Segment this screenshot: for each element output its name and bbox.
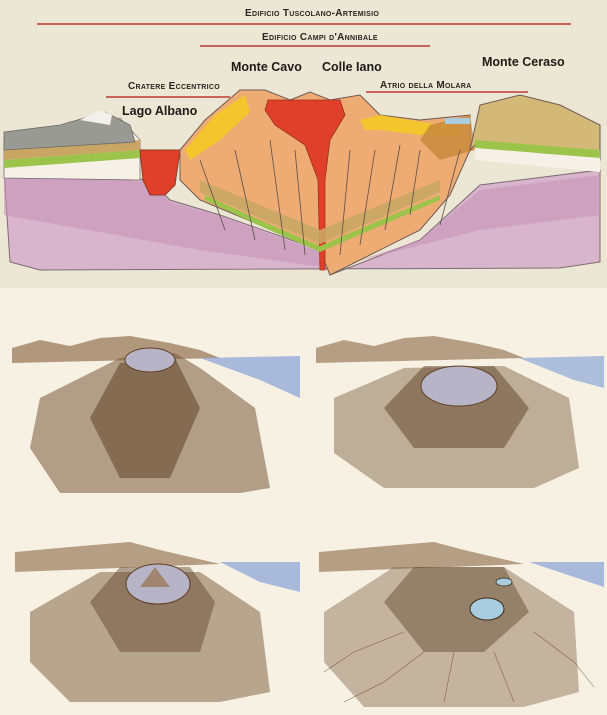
label-edificio-campi-annibale: Edificio Campi d'Annibale — [262, 32, 378, 43]
rule-edificio-campi-annibale — [200, 45, 430, 47]
label-colle-iano: Colle Iano — [322, 60, 382, 74]
stage-panel-3 — [0, 502, 303, 714]
label-monte-ceraso: Monte Ceraso — [482, 55, 565, 69]
label-monte-cavo: Monte Cavo — [231, 60, 302, 74]
rule-cratere-eccentrico — [106, 96, 230, 98]
label-atrio-della-molara: Atrio della Molara — [380, 80, 472, 91]
volcano-evolution-stages — [0, 288, 607, 715]
rule-edificio-tuscolano-artemisio — [37, 23, 571, 25]
stage-panel-2 — [304, 288, 607, 500]
rule-atrio-della-molara — [366, 91, 528, 93]
stage-panel-1 — [0, 288, 303, 500]
label-lago-albano: Lago Albano — [122, 104, 198, 118]
label-edificio-tuscolano-artemisio: Edificio Tuscolano-Artemisio — [245, 8, 380, 19]
geological-cross-section: Edificio Tuscolano-Artemisio Edificio Ca… — [0, 0, 607, 290]
label-cratere-eccentrico: Cratere Eccentrico — [128, 81, 220, 92]
cross-section-illustration — [3, 89, 601, 276]
stage-panel-4 — [304, 502, 607, 714]
